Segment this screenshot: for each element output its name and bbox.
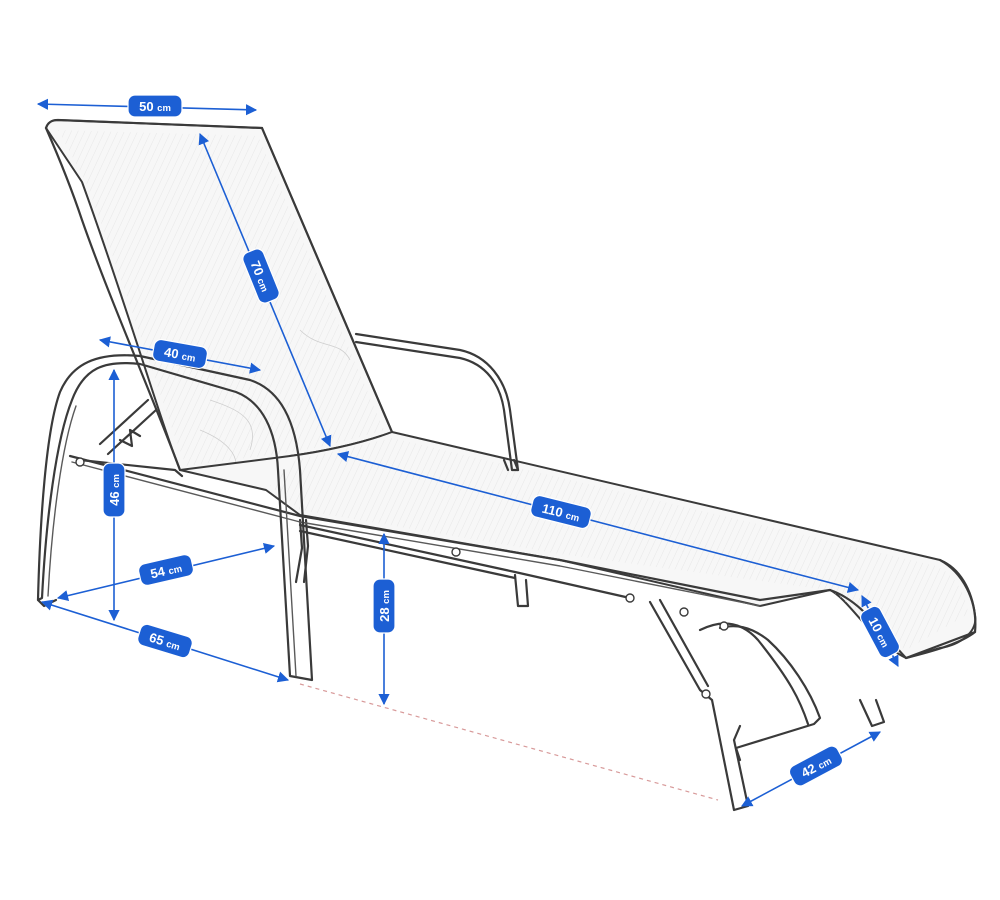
badge-frame-width: 65 cm (137, 623, 193, 659)
foot-leg-far (858, 698, 886, 728)
svg-text:28 cm: 28 cm (377, 590, 392, 622)
badge-armrest-height: 46 cm (102, 462, 126, 518)
bolt (719, 621, 729, 631)
dimension-badges: 50 cm 70 cm 40 cm 110 cm 10 cm 46 cm 54 … (102, 94, 901, 787)
svg-text:50 cm: 50 cm (139, 99, 171, 114)
foot-leg-near (718, 625, 822, 762)
middle-leg (513, 573, 530, 608)
badge-backrest-length: 70 cm (242, 248, 280, 304)
ground-reference-line (299, 683, 719, 801)
lounger-illustration (36, 118, 977, 812)
adjust-bracket (78, 398, 184, 478)
near-armrest-inner (47, 405, 297, 677)
badge-seat-width: 54 cm (138, 554, 194, 586)
bolt (75, 457, 85, 467)
bolt (679, 607, 689, 617)
badge-backrest-width: 50 cm (127, 94, 183, 118)
svg-text:46 cm: 46 cm (107, 474, 122, 506)
bolt (451, 547, 461, 557)
svg-text:54 cm: 54 cm (149, 560, 183, 582)
bolt (625, 593, 635, 603)
footrest-front-edge (904, 630, 977, 660)
near-armrest (36, 354, 314, 682)
badge-foot-width: 42 cm (788, 745, 844, 787)
badge-armrest-length: 40 cm (152, 338, 208, 370)
svg-text:65 cm: 65 cm (147, 630, 182, 654)
badge-foot-thickness: 10 cm (859, 605, 901, 659)
svg-text:110 cm: 110 cm (540, 501, 581, 525)
svg-text:40 cm: 40 cm (163, 344, 197, 364)
backrest-frame-top (44, 118, 264, 130)
badge-seat-length: 110 cm (530, 494, 592, 530)
badge-seat-height: 28 cm (372, 578, 396, 634)
dim-line-seat-length (336, 451, 860, 593)
svg-text:70 cm: 70 cm (248, 259, 274, 294)
foot-brace (648, 598, 810, 812)
bolt (701, 689, 711, 699)
